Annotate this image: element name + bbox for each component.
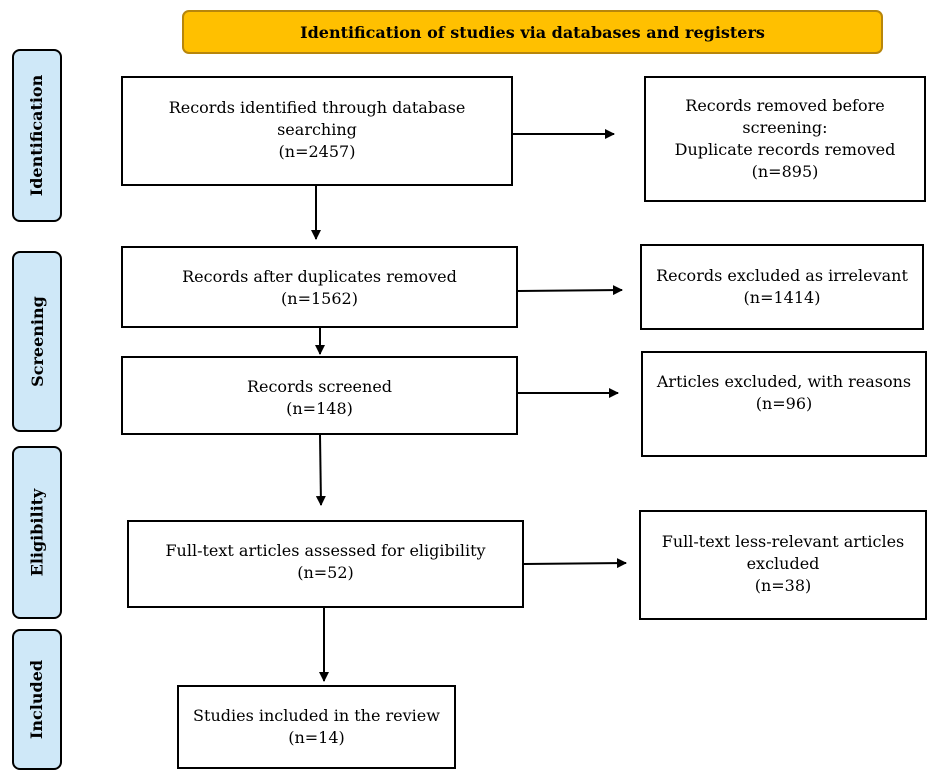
studies-included-label: Studies included in the review: [193, 706, 440, 725]
records-irrelevant-label: Records excluded as irrelevant: [656, 266, 908, 285]
fulltext-excluded-label: Full-text less-relevant articles exclude…: [661, 532, 905, 573]
records-screened-count: (n=148): [286, 399, 353, 418]
box-records-excluded-irrelevant: Records excluded as irrelevant (n=1414): [640, 244, 924, 330]
stage-identification: Identification: [12, 49, 62, 222]
header-title: Identification of studies via databases …: [300, 22, 765, 42]
box-studies-included: Studies included in the review (n=14): [177, 685, 456, 769]
records-after-duplicates-count: (n=1562): [281, 289, 358, 308]
arrow-after-duplicates-to-irrelevant: [517, 285, 623, 296]
records-irrelevant-count: (n=1414): [743, 288, 821, 307]
records-removed-label: Records removed before screening: Duplic…: [674, 96, 896, 159]
arrow-fulltext-to-excluded: [523, 558, 627, 569]
box-records-screened: Records screened (n=148): [121, 356, 518, 435]
fulltext-assessed-count: (n=52): [297, 563, 354, 582]
arrow-screened-to-fulltext: [315, 434, 326, 506]
records-screened-label: Records screened: [246, 377, 393, 396]
box-records-identified: Records identified through database sear…: [121, 76, 513, 186]
fulltext-assessed-label: Full-text articles assessed for eligibil…: [165, 541, 486, 560]
stage-included: Included: [12, 629, 62, 770]
records-after-duplicates-label: Records after duplicates removed: [182, 267, 457, 286]
articles-excluded-label: Articles excluded, with reasons: [656, 372, 912, 391]
studies-included-count: (n=14): [288, 728, 345, 747]
fulltext-excluded-count: (n=38): [754, 576, 812, 595]
records-removed-count: (n=895): [751, 162, 819, 181]
box-records-after-duplicates: Records after duplicates removed (n=1562…: [121, 246, 518, 328]
records-identified-label: Records identified through database sear…: [168, 98, 466, 139]
box-records-removed-before-screening: Records removed before screening: Duplic…: [644, 76, 926, 202]
box-fulltext-excluded: Full-text less-relevant articles exclude…: [639, 510, 927, 620]
box-fulltext-assessed: Full-text articles assessed for eligibil…: [127, 520, 524, 608]
stage-eligibility: Eligibility: [12, 446, 62, 619]
articles-excluded-count: (n=96): [755, 394, 813, 413]
stage-screening: Screening: [12, 251, 62, 432]
records-identified-count: (n=2457): [278, 142, 356, 161]
header-banner: Identification of studies via databases …: [182, 10, 883, 54]
box-articles-excluded-reasons: Articles excluded, with reasons (n=96): [641, 351, 927, 457]
